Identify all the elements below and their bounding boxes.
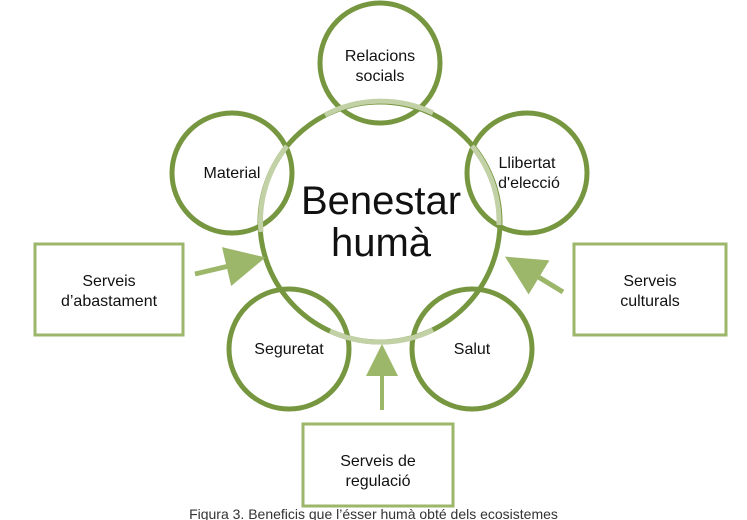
center-title-line1: Benestar: [301, 179, 461, 223]
box-serveis-abastament: [33, 242, 185, 337]
circle-material: [169, 110, 295, 236]
box-abastament-line1: Serveis: [82, 273, 135, 290]
circle-seguretat: [226, 286, 352, 412]
box-culturals-line1: Serveis: [623, 273, 676, 290]
box-serveis-regulacio: [301, 422, 455, 508]
label-llibertat-line2: d'elecció: [498, 175, 560, 192]
box-abastament-line2: d’abastament: [61, 293, 158, 310]
box-culturals-line2: culturals: [620, 293, 680, 310]
circle-relacions-socials: [317, 0, 443, 126]
box-regulacio-line2: regulació: [346, 473, 411, 490]
label-relacions-line1: Relacions: [345, 48, 415, 65]
label-salut: Salut: [454, 341, 491, 358]
figure-caption: Figura 3. Beneficis que l’ésser humà obt…: [189, 506, 558, 520]
overlap-arc-bottom: [328, 327, 435, 345]
circle-llibertat-eleccio: [464, 110, 590, 236]
circle-salut: [409, 286, 535, 412]
label-seguretat: Seguretat: [254, 341, 324, 358]
label-material: Material: [204, 165, 261, 182]
box-serveis-culturals: [572, 242, 728, 337]
label-llibertat-line1: Llibertat: [499, 155, 556, 172]
label-relacions-line2: socials: [356, 68, 405, 85]
overlap-arc-left: [258, 144, 289, 233]
box-regulacio-line1: Serveis de: [340, 453, 416, 470]
overlap-arc-top: [323, 98, 435, 118]
arrow-abastament: [194, 247, 266, 287]
arrow-culturals: [504, 256, 565, 295]
center-title-line2: humà: [331, 221, 432, 265]
overlap-arc-right: [470, 144, 502, 226]
